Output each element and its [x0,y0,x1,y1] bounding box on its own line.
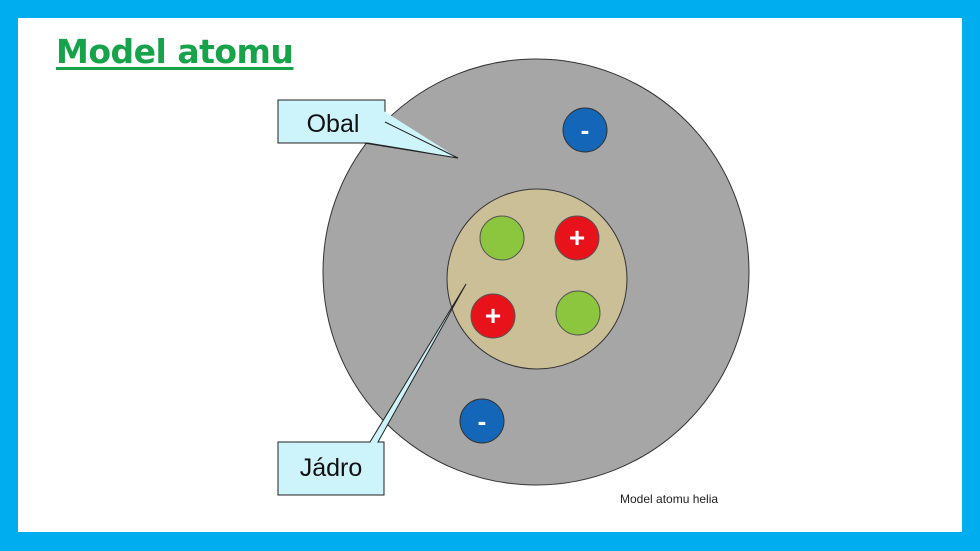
electron [459,398,505,444]
nucleus-label: Jádro [300,454,363,482]
electron-sign: - [478,406,487,436]
proton-sign: + [569,222,585,253]
atom-diagram: + + - - Obal Jádro [277,58,750,496]
diagram-caption: Model atomu helia [620,492,719,506]
neutron [479,215,525,261]
shell-label: Obal [307,110,360,138]
neutron [555,290,601,336]
electron-sign: - [581,115,590,145]
electron [562,107,608,153]
proton [470,293,516,339]
shell-callout: Obal [277,99,459,159]
proton [554,215,600,261]
slide: Model atomu + + - - Obal Jádro [18,18,962,532]
slide-title: Model atomu [56,32,294,71]
proton-sign: + [485,300,501,331]
nucleus [446,188,628,370]
nucleus-callout: Jádro [277,283,467,496]
